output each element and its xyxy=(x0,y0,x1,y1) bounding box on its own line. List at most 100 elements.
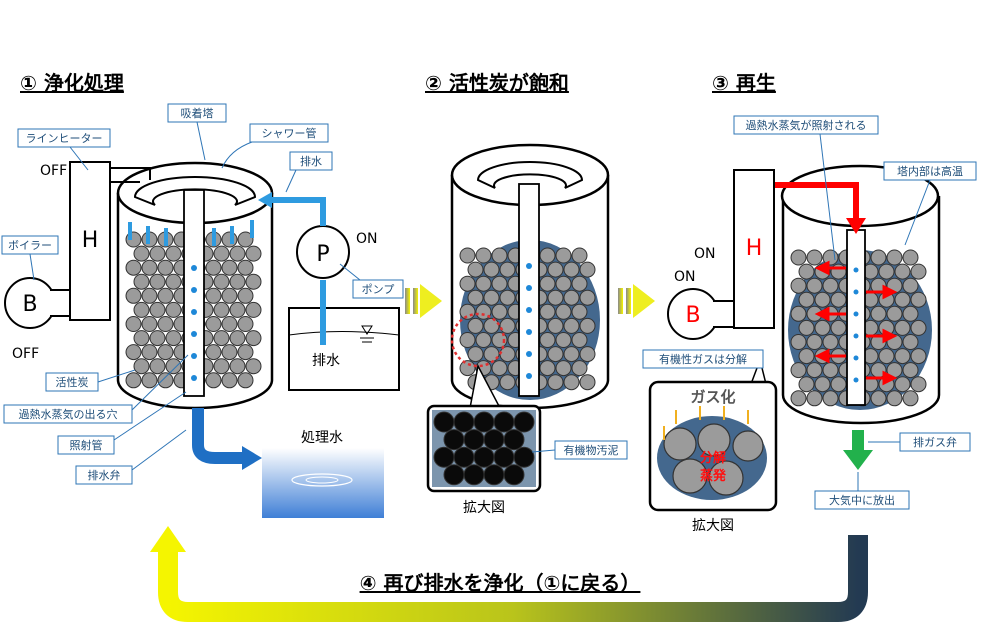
carbon-ball xyxy=(902,390,919,407)
carbon-ball xyxy=(213,245,230,262)
carbon-ball xyxy=(245,330,262,347)
carbon-ball xyxy=(539,332,556,348)
carbon-ball xyxy=(563,261,580,278)
carbon-ball xyxy=(910,291,927,308)
callout-irradiation-pipe: 照射管 xyxy=(57,391,187,455)
carbon-ball xyxy=(902,277,919,294)
carbon-ball xyxy=(878,263,895,280)
carbon-ball xyxy=(141,344,158,361)
carbon-ball xyxy=(798,263,815,280)
carbon-ball xyxy=(571,332,588,348)
svg-text:過熱水蒸気の出る穴: 過熱水蒸気の出る穴 xyxy=(19,407,118,421)
svg-text:塔内部は高温: 塔内部は高温 xyxy=(897,164,963,178)
step4-title: ④ 再び排水を浄化（①に戻る） xyxy=(360,571,641,595)
carbon-ball xyxy=(229,301,246,318)
carbon-ball xyxy=(790,249,807,266)
carbon-ball xyxy=(453,411,475,433)
carbon-ball xyxy=(483,289,500,306)
wastewater-tank-label: 排水 xyxy=(312,353,340,369)
carbon-ball xyxy=(213,330,230,347)
carbon-ball xyxy=(149,245,166,262)
callout-steam-irradiated: 過熱水蒸気が照射される xyxy=(733,115,879,261)
carbon-ball xyxy=(539,275,556,292)
callout-shower-pipe: シャワー管 xyxy=(221,123,329,169)
carbon-ball xyxy=(563,374,580,391)
svg-text:シャワー管: シャワー管 xyxy=(262,126,317,140)
carbon-ball xyxy=(125,372,142,389)
carbon-ball xyxy=(547,289,564,306)
svg-text:有機物汚泥: 有機物汚泥 xyxy=(564,443,619,457)
carbon-ball xyxy=(790,362,807,379)
carbon-ball xyxy=(463,429,485,451)
flow-arrow-2-to-3 xyxy=(618,284,655,318)
carbon-ball xyxy=(894,348,911,365)
boiler-state-3: ON xyxy=(674,269,696,285)
carbon-ball xyxy=(213,273,230,290)
gasify-label: ガス化 xyxy=(690,388,735,406)
carbon-ball xyxy=(910,263,927,280)
carbon-ball xyxy=(830,376,847,393)
gas-arrows xyxy=(663,406,749,440)
carbon-ball xyxy=(830,291,847,308)
carbon-ball xyxy=(237,259,254,276)
svg-text:排水弁: 排水弁 xyxy=(88,468,121,482)
carbon-ball xyxy=(503,429,525,451)
carbon-ball xyxy=(149,358,166,375)
carbon-ball xyxy=(579,289,596,306)
carbon-ball xyxy=(475,275,492,292)
treated-water-label: 処理水 xyxy=(301,430,343,446)
carbon-ball xyxy=(483,429,505,451)
carbon-ball xyxy=(473,411,495,433)
carbon-ball xyxy=(822,334,839,350)
carbon-ball xyxy=(433,446,455,468)
heater-letter-1: H xyxy=(82,228,99,253)
carbon-ball xyxy=(579,261,596,278)
water-drips xyxy=(128,220,254,246)
carbon-ball xyxy=(555,247,572,264)
carbon-ball xyxy=(798,291,815,308)
carbon-ball xyxy=(790,305,807,322)
carbon-ball xyxy=(125,316,142,332)
steam-feed-line xyxy=(774,182,859,220)
carbon-ball xyxy=(165,358,182,375)
carbon-ball xyxy=(467,317,484,334)
steam-jets xyxy=(814,260,898,386)
step3-title: ③ 再生 xyxy=(712,71,776,95)
step1-panel: 処理水 H OFF B OFF P ON 排水 ラインヒーター 吸着塔 xyxy=(1,103,404,518)
carbon-ball xyxy=(213,358,230,375)
drain-flow xyxy=(192,408,244,464)
carbon-ball xyxy=(229,330,246,347)
carbon-ball xyxy=(499,289,516,306)
callout-adsorption-tower: 吸着塔 xyxy=(167,103,227,161)
carbon-ball xyxy=(165,330,182,347)
heater-state-1: OFF xyxy=(40,163,67,179)
carbon-ball xyxy=(902,305,919,322)
carbon-ball xyxy=(499,346,516,363)
carbon-ball xyxy=(547,346,564,363)
carbon-ball xyxy=(221,259,238,276)
callout-activated-carbon: 活性炭 xyxy=(45,369,136,392)
carbon-ball xyxy=(125,344,142,361)
carbon-ball xyxy=(814,319,831,336)
callout-boiler: ボイラー xyxy=(1,235,59,281)
step1-title: ① 浄化処理 xyxy=(20,71,124,95)
steam-holes-1 xyxy=(191,265,197,381)
carbon-ball xyxy=(157,287,174,304)
carbon-ball xyxy=(555,303,572,320)
carbon-ball xyxy=(910,348,927,365)
flow-arrow-1-to-2 xyxy=(405,284,442,318)
carbon-ball xyxy=(894,319,911,336)
carbon-ball xyxy=(547,374,564,391)
svg-text:ラインヒーター: ラインヒーター xyxy=(26,132,103,145)
carbon-ball xyxy=(149,330,166,347)
callout-drain-valve: 排水弁 xyxy=(75,429,187,485)
carbon-ball xyxy=(433,411,455,433)
carbon-ball xyxy=(475,303,492,320)
carbon-ball xyxy=(245,245,262,262)
carbon-ball xyxy=(133,301,150,318)
carbon-ball xyxy=(475,247,492,264)
carbon-ball xyxy=(245,301,262,318)
carbon-ball xyxy=(133,358,150,375)
water-supply-pipe xyxy=(270,197,326,345)
carbon-ball xyxy=(822,390,839,407)
